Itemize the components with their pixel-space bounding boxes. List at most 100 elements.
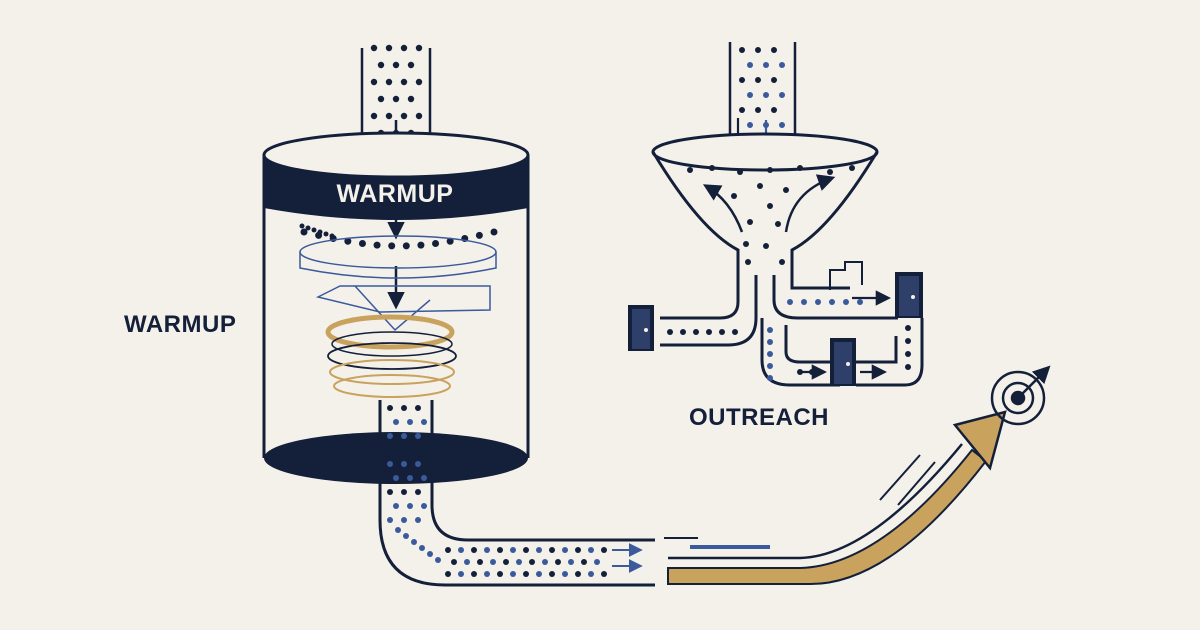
warmup-side-label: WARMUP	[124, 311, 237, 338]
particle-dot	[747, 219, 753, 225]
particle-dot	[446, 237, 454, 245]
particle-dot	[417, 241, 425, 249]
particle-dot	[747, 92, 753, 98]
funnel-inner-arrows	[702, 174, 836, 233]
particle-dot	[373, 241, 381, 249]
door-icon	[628, 305, 654, 351]
particle-dot	[458, 547, 464, 553]
target-icon	[990, 365, 1051, 426]
particle-dot	[317, 229, 323, 235]
particle-dot	[747, 122, 753, 128]
particle-dot	[490, 559, 496, 565]
particle-dot	[767, 203, 773, 209]
particle-dot	[775, 221, 781, 227]
particle-dot	[829, 299, 835, 305]
particle-dot	[687, 167, 693, 173]
particle-dot	[392, 61, 400, 69]
particle-dot	[387, 405, 393, 411]
warmup-tank	[262, 131, 530, 484]
particle-dot	[415, 517, 421, 523]
particle-dot	[329, 233, 335, 239]
particle-dot	[421, 419, 427, 425]
particle-dot	[731, 193, 737, 199]
particle-dot	[305, 225, 311, 231]
particle-dot	[529, 559, 535, 565]
particle-dot	[415, 112, 423, 120]
particle-dot	[709, 165, 715, 171]
particle-dot	[743, 241, 749, 247]
particle-dot	[706, 329, 712, 335]
particle-dot	[739, 107, 745, 113]
particle-dot	[739, 47, 745, 53]
particle-dot	[358, 240, 366, 248]
particle-dot	[849, 165, 855, 171]
particle-dot	[427, 551, 433, 557]
particle-dot	[445, 571, 451, 577]
particle-dot	[523, 571, 529, 577]
branch-pipes	[660, 275, 924, 387]
particle-dot	[601, 547, 607, 553]
particle-dot	[905, 325, 911, 331]
particle-dot	[401, 405, 407, 411]
particle-dot	[407, 95, 415, 103]
particle-dot	[497, 571, 503, 577]
particle-dot	[400, 78, 408, 86]
particle-dot	[402, 242, 410, 250]
particle-dot	[767, 351, 773, 357]
particle-dot	[827, 169, 833, 175]
outreach-label: OUTREACH	[689, 404, 829, 431]
particle-dot	[536, 571, 542, 577]
warmup-tank-label: WARMUP	[336, 180, 454, 208]
particle-dot	[667, 329, 673, 335]
outlet-pipe	[378, 400, 655, 587]
particle-dot	[562, 571, 568, 577]
particle-dot	[737, 169, 743, 175]
particle-dot	[767, 363, 773, 369]
particle-dot	[763, 243, 769, 249]
particle-dot	[601, 571, 607, 577]
particle-dot	[771, 47, 777, 53]
particle-dot	[458, 571, 464, 577]
particle-dot	[403, 533, 409, 539]
particle-dot	[407, 447, 413, 453]
particle-dot	[323, 231, 329, 237]
particle-dot	[393, 447, 399, 453]
growth-arrowhead-icon	[952, 410, 1007, 471]
particle-dot	[745, 259, 751, 265]
particle-dot	[588, 571, 594, 577]
particle-dot	[385, 112, 393, 120]
outreach-funnel	[651, 132, 879, 275]
particle-dot	[779, 259, 785, 265]
particle-dot	[719, 329, 725, 335]
particle-dot	[421, 503, 427, 509]
particle-dot	[387, 461, 393, 467]
particle-dot	[299, 223, 305, 229]
particle-dot	[555, 559, 561, 565]
particle-dot	[401, 433, 407, 439]
particle-dot	[393, 503, 399, 509]
particle-dot	[393, 475, 399, 481]
particle-dot	[432, 240, 440, 248]
particle-dot	[575, 571, 581, 577]
particle-dot	[594, 559, 600, 565]
particle-dot	[407, 503, 413, 509]
particle-dot	[503, 559, 509, 565]
particle-dot	[415, 405, 421, 411]
particle-dot	[407, 61, 415, 69]
staircase-icon	[829, 261, 863, 290]
particle-dot	[407, 475, 413, 481]
particle-dot	[767, 167, 773, 173]
particle-dot	[680, 329, 686, 335]
particle-dot	[562, 547, 568, 553]
particle-dot	[415, 78, 423, 86]
particle-dot	[771, 107, 777, 113]
particle-dot	[445, 547, 451, 553]
particle-dot	[311, 227, 317, 233]
particle-dot	[421, 475, 427, 481]
particle-dot	[435, 557, 441, 563]
particle-dot	[771, 77, 777, 83]
particle-dot	[421, 447, 427, 453]
particle-dot	[385, 78, 393, 86]
particle-dot	[392, 95, 400, 103]
